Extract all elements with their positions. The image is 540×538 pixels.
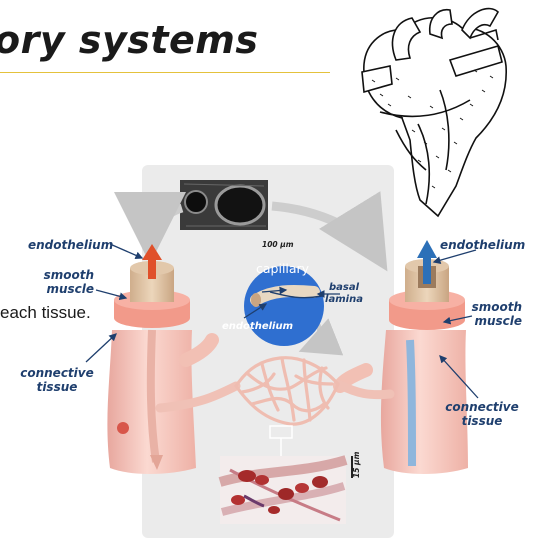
flow-arrow-left <box>150 208 182 246</box>
label-smooth-right-line2: muscle <box>470 314 522 328</box>
label-endothelium-center: endothelium <box>222 320 293 334</box>
label-basal-lamina: basal lamina <box>324 282 364 306</box>
capillary-disk <box>244 266 324 346</box>
label-connective-tissue-left: connective tissue <box>20 366 94 394</box>
vessel-right <box>340 240 468 474</box>
label-smooth-right-line1: smooth <box>470 300 522 314</box>
label-basal-line2: lamina <box>324 294 364 306</box>
label-capillary: capillary <box>256 262 309 276</box>
body-text-fragment: each tissue. <box>0 303 91 323</box>
label-connective-right-line2: tissue <box>440 414 524 428</box>
heart-illustration <box>362 9 506 216</box>
label-smooth-muscle-right: smooth muscle <box>470 300 522 328</box>
label-connective-right-line1: connective <box>440 400 524 414</box>
label-connective-left-line1: connective <box>20 366 94 380</box>
label-connective-left-line2: tissue <box>20 380 94 394</box>
scale-bar-bottom: 15 μm <box>352 452 361 478</box>
label-smooth-muscle-left: smooth muscle <box>40 268 94 296</box>
label-endothelium-left: endothelium <box>28 238 113 252</box>
micrograph-bottom <box>220 456 353 524</box>
label-smooth-left-line1: smooth <box>40 268 94 282</box>
micrograph-top <box>180 180 268 230</box>
label-endothelium-right: endothelium <box>440 238 525 252</box>
label-basal-line1: basal <box>324 282 364 294</box>
vessel-left <box>107 244 212 474</box>
scale-bar-top: 100 μm <box>262 240 294 249</box>
label-connective-tissue-right: connective tissue <box>440 400 524 428</box>
label-smooth-left-line2: muscle <box>40 282 94 296</box>
